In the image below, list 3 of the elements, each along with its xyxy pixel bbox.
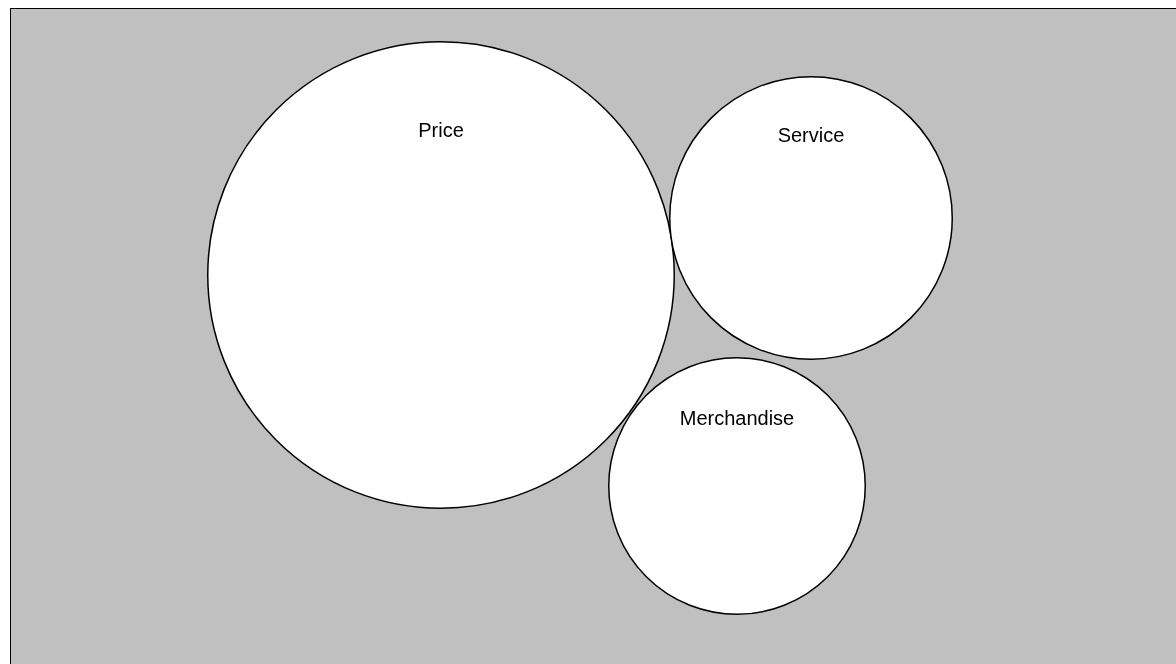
circle-label: Service xyxy=(777,124,845,147)
circle-label: Price xyxy=(418,119,464,142)
circle-label: Merchandise xyxy=(679,407,795,430)
